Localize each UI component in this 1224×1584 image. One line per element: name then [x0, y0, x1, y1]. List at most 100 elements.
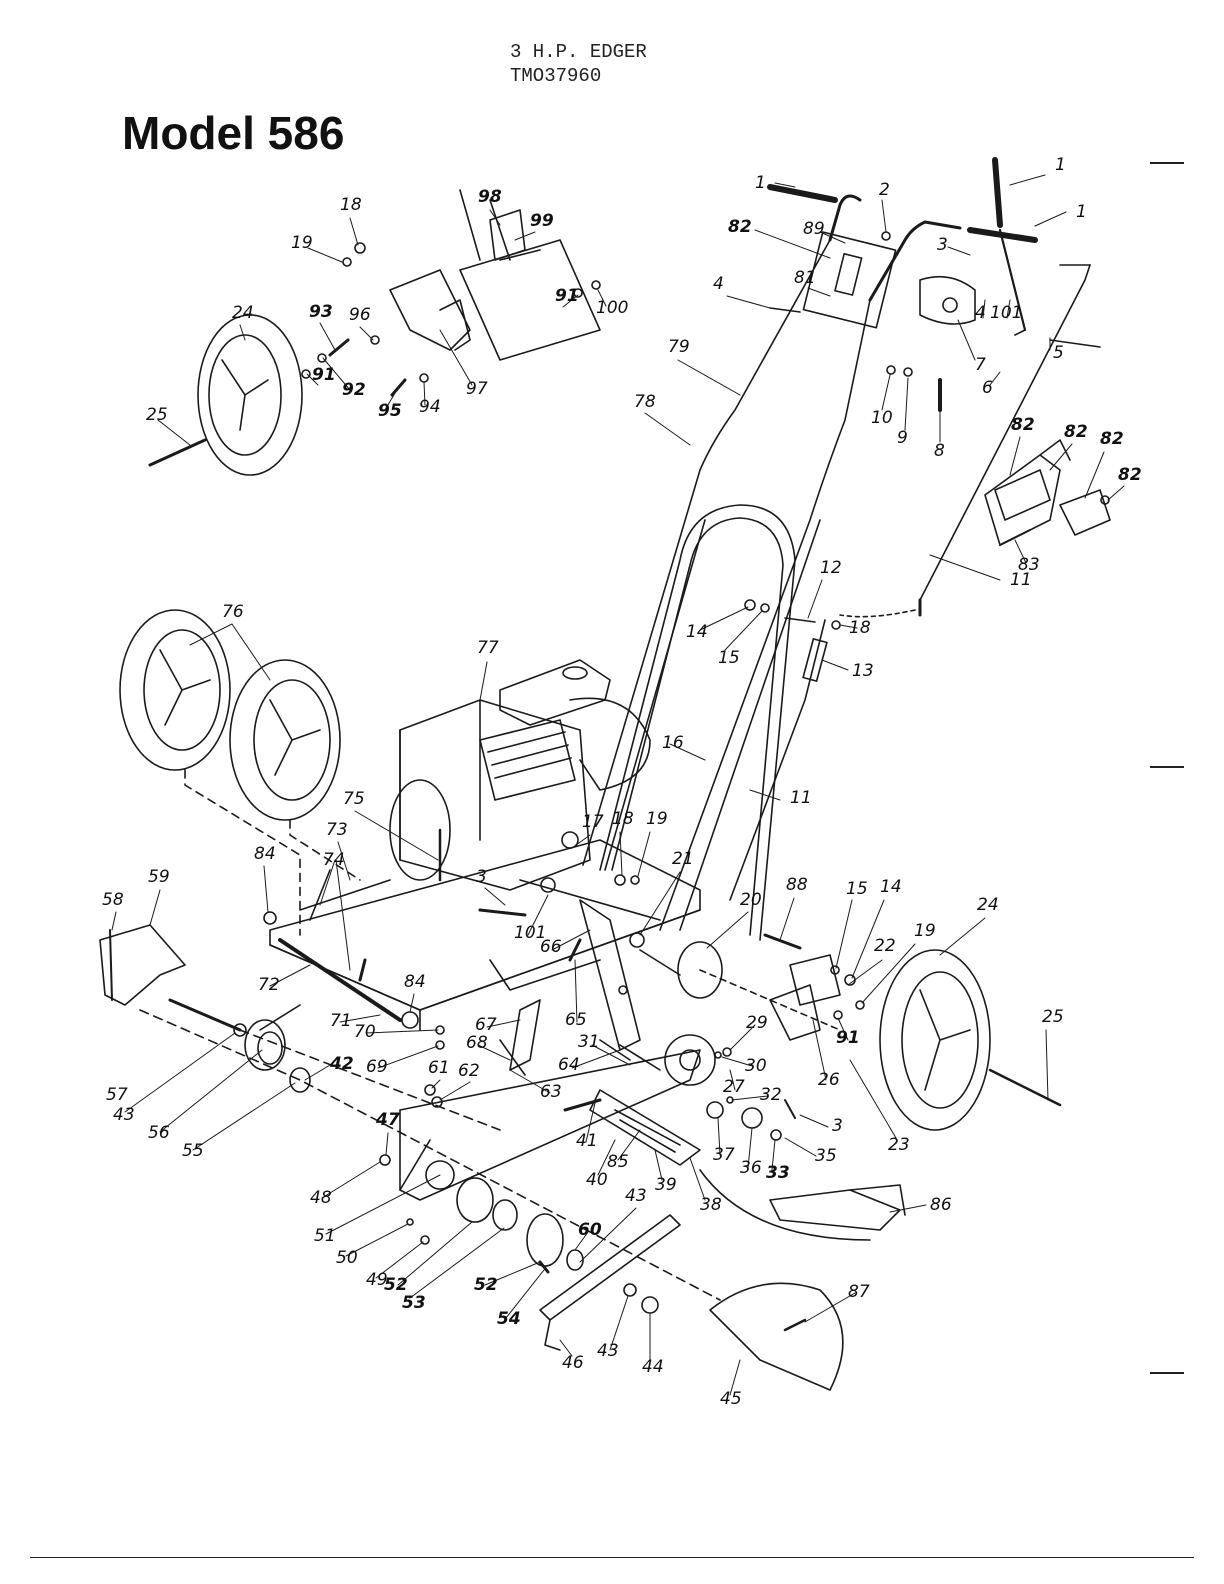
part-callout-30: 30 — [745, 1056, 767, 1076]
blade-guard-45 — [709, 1282, 844, 1391]
part-callout-31: 31 — [578, 1032, 600, 1052]
fuel-tank — [499, 659, 611, 726]
bolt-12 — [784, 617, 816, 623]
wheel-24-right — [879, 949, 991, 1131]
part-callout-16: 16 — [662, 733, 684, 753]
part-callout-22: 22 — [874, 936, 896, 956]
part-callout-49: 49 — [366, 1270, 388, 1290]
bolt-4 — [769, 307, 801, 313]
part-callout-43: 43 — [597, 1341, 619, 1361]
nut-33 — [770, 1129, 782, 1141]
control-cable — [729, 599, 916, 901]
handle-assembly — [582, 157, 1101, 931]
nut-91-plate — [573, 288, 583, 298]
part-callout-9: 9 — [897, 428, 908, 448]
part-callout-85: 85 — [607, 1152, 629, 1172]
part-callout-21: 21 — [672, 849, 694, 869]
part-callout-57: 57 — [106, 1085, 128, 1105]
belt-clip-detail — [984, 439, 1111, 546]
part-callout-43: 43 — [625, 1186, 647, 1206]
nut-91-left — [301, 369, 311, 379]
part-callout-15: 15 — [718, 648, 740, 668]
nut-47 — [379, 1154, 391, 1166]
nut-61 — [424, 1084, 436, 1096]
blade-46 — [539, 1214, 681, 1321]
bracket-22 — [789, 954, 841, 1006]
nut-18-frame — [614, 874, 626, 886]
nut-14 — [744, 599, 756, 611]
wheel-24-left — [197, 314, 303, 476]
nut-44 — [641, 1296, 659, 1314]
pulley-36 — [741, 1107, 763, 1129]
part-callout-75: 75 — [343, 789, 365, 809]
part-callout-82: 82 — [1064, 422, 1088, 442]
part-callout-52: 52 — [474, 1275, 498, 1295]
part-callout-53: 53 — [402, 1293, 426, 1313]
part-callout-72: 72 — [258, 975, 280, 995]
part-callout-86: 86 — [930, 1195, 952, 1215]
part-callout-54: 54 — [497, 1309, 521, 1329]
idler-arm-66 — [579, 899, 641, 1051]
control-plate — [802, 231, 897, 329]
washer-19-right — [855, 1000, 865, 1010]
mounting-plate — [459, 239, 601, 361]
part-callout-101: 101 — [514, 923, 546, 943]
part-callout-63: 63 — [540, 1082, 562, 1102]
nut-100 — [591, 280, 601, 290]
pulley-56 — [244, 1019, 286, 1071]
bolt-65 — [568, 938, 582, 962]
spacer-42 — [289, 1067, 311, 1093]
part-callout-39: 39 — [655, 1175, 677, 1195]
part-callout-4: 4 — [713, 274, 724, 294]
bolt-25-left — [148, 438, 207, 467]
part-callout-4: 4 — [975, 303, 986, 323]
washer-96 — [370, 335, 380, 345]
nut-49 — [420, 1235, 430, 1245]
margin-mark-top — [1150, 162, 1184, 164]
axle-72 — [278, 938, 402, 1022]
part-callout-3: 3 — [832, 1116, 843, 1136]
part-callout-93: 93 — [309, 302, 333, 322]
part-callout-91: 91 — [312, 365, 336, 385]
part-callout-19: 19 — [291, 233, 313, 253]
part-callout-68: 68 — [466, 1033, 488, 1053]
bolt-25-right — [988, 1068, 1062, 1107]
bolt-5 — [1049, 339, 1101, 348]
bolt-95 — [390, 378, 407, 397]
part-callout-2: 2 — [879, 180, 890, 200]
left-wheel-assembly — [148, 189, 601, 476]
part-callout-92: 92 — [342, 380, 366, 400]
washer-50 — [406, 1218, 414, 1226]
part-callout-1: 1 — [1055, 155, 1066, 175]
document-header: 3 H.P. EDGER TMO37960 — [510, 40, 647, 88]
part-callout-27: 27 — [723, 1077, 745, 1097]
bearing-hole — [425, 1160, 455, 1190]
part-callout-78: 78 — [634, 392, 656, 412]
washer-9 — [903, 367, 913, 377]
part-callout-58: 58 — [102, 890, 124, 910]
part-callout-66: 66 — [540, 937, 562, 957]
washer-43-left — [233, 1023, 247, 1037]
bolt-87 — [783, 1318, 807, 1332]
part-callout-101: 101 — [990, 303, 1022, 323]
part-callout-95: 95 — [378, 401, 402, 421]
bushing-21 — [629, 932, 645, 948]
part-callout-46: 46 — [562, 1353, 584, 1373]
part-callout-94: 94 — [419, 397, 441, 417]
part-callout-24: 24 — [232, 303, 254, 323]
nut-18 — [831, 620, 841, 630]
header-part-number: TMO37960 — [510, 65, 602, 87]
engine — [389, 659, 661, 921]
handle-grip-right — [967, 227, 1038, 243]
part-callout-18: 18 — [340, 195, 362, 215]
part-callout-43: 43 — [113, 1105, 135, 1125]
part-callout-88: 88 — [786, 875, 808, 895]
part-callout-91: 91 — [555, 286, 579, 306]
recoil-starter — [569, 697, 651, 791]
part-callout-32: 32 — [760, 1085, 782, 1105]
part-callout-24: 24 — [977, 895, 999, 915]
handle-tube-right — [659, 299, 871, 931]
part-callout-20: 20 — [740, 890, 762, 910]
